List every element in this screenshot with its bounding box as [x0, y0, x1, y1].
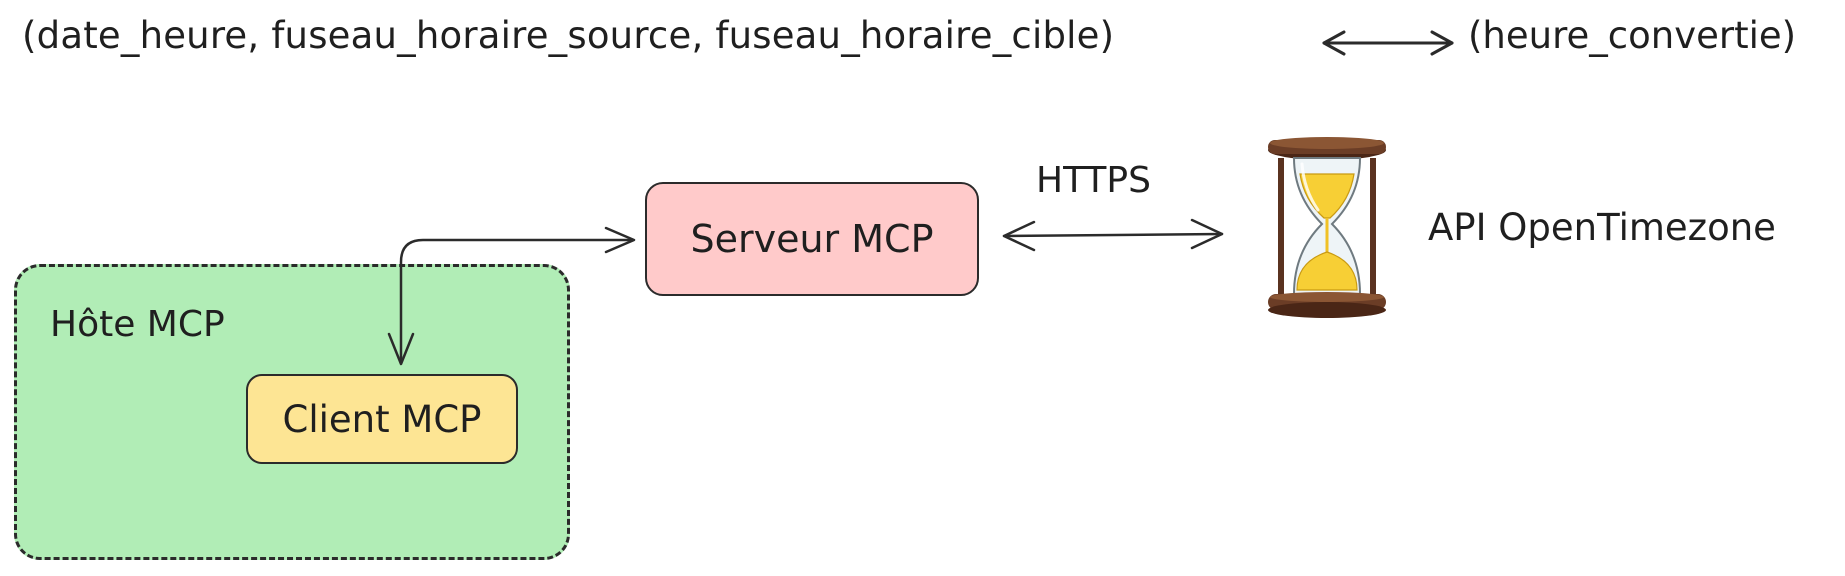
arrowhead-to-client [387, 332, 415, 366]
server-api-connector [1002, 232, 1224, 238]
host-label: Hôte MCP [50, 304, 225, 345]
arrowhead-to-server [604, 226, 636, 254]
function-result: (heure_convertie) [1468, 14, 1797, 57]
bidirectional-arrow-icon [1322, 30, 1454, 56]
client-server-connector [399, 238, 634, 364]
hourglass-icon [1268, 137, 1386, 318]
client-label: Client MCP [282, 397, 482, 441]
arrowhead-to-api [1190, 218, 1224, 250]
client-node[interactable]: Client MCP [246, 374, 518, 464]
server-label: Serveur MCP [690, 217, 934, 261]
api-label: API OpenTimezone [1428, 206, 1776, 249]
function-signature: (date_heure, fuseau_horaire_source, fuse… [22, 14, 1115, 57]
arrowhead-to-server-left [1002, 220, 1036, 252]
https-label: HTTPS [1036, 160, 1151, 201]
server-node[interactable]: Serveur MCP [645, 182, 979, 296]
